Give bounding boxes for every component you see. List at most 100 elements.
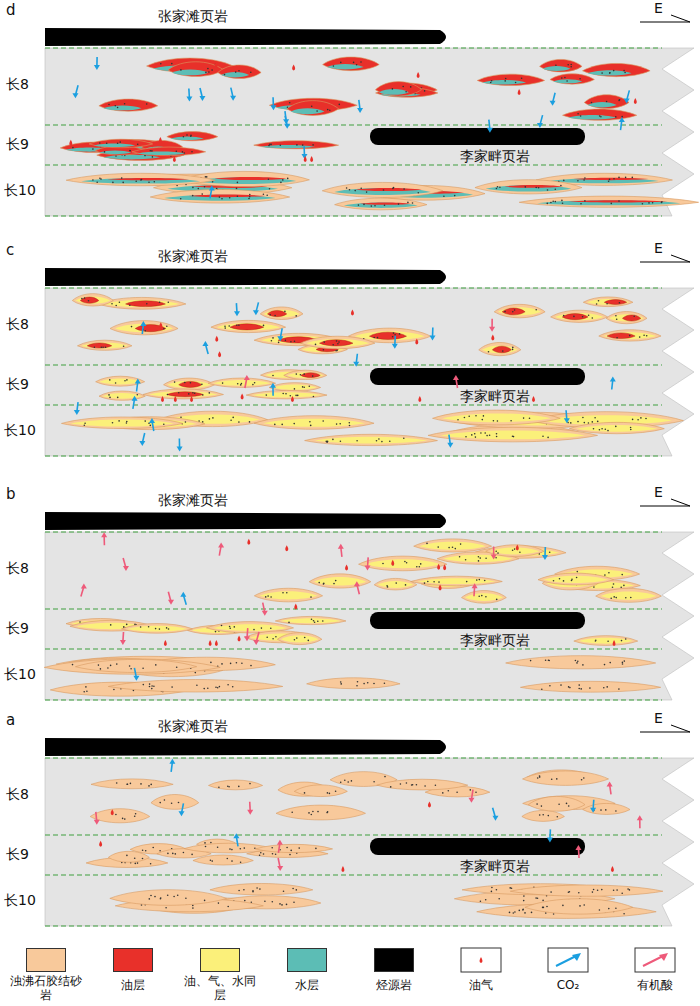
sand-dot <box>337 343 339 345</box>
sand-dot <box>270 627 272 629</box>
sand-dot <box>498 898 500 900</box>
water-layer-lens <box>537 200 681 205</box>
oil-drop <box>215 336 218 342</box>
arrow-head <box>619 117 625 122</box>
sand-dot <box>575 660 577 662</box>
sand-dot <box>416 566 418 568</box>
legend-text: 水层 <box>269 978 345 992</box>
sand-dot <box>293 423 295 425</box>
sand-dot <box>195 672 197 674</box>
sand-dot <box>159 302 161 304</box>
sand-dot <box>613 70 615 72</box>
oil-gas-water-lens <box>603 332 656 339</box>
sand-dot <box>393 332 395 334</box>
sand-dot <box>115 382 117 384</box>
arrow-head <box>537 123 543 128</box>
water-layer-lens <box>327 64 364 69</box>
oil-gas-water-lens <box>482 345 518 353</box>
sand-dot <box>130 668 132 670</box>
zeolite-sandstone-lens <box>246 390 327 398</box>
zeolite-sandstone-lens <box>374 578 417 590</box>
sand-dot <box>149 683 151 685</box>
arrow-head <box>199 96 205 101</box>
lijiapan-shale <box>370 612 585 629</box>
sand-dot <box>643 335 645 337</box>
oil-layer-lens <box>167 392 203 397</box>
sand-dot <box>185 421 187 423</box>
sand-dot <box>448 547 450 549</box>
sand-dot <box>143 684 145 686</box>
water-layer-lens <box>482 80 526 85</box>
sand-dot <box>100 178 102 180</box>
sand-dot <box>568 686 570 688</box>
sand-dot <box>146 103 148 105</box>
arrow-head <box>218 543 224 548</box>
sand-dot <box>127 784 129 786</box>
oil-layer-lens <box>563 109 637 120</box>
sand-dot <box>160 897 162 899</box>
zeolite-sandstone-lens <box>309 574 371 588</box>
oil-layer-lens <box>126 301 166 307</box>
zeolite-sandstone-lens <box>506 656 656 669</box>
sand-dot <box>137 144 139 146</box>
sand-dot <box>524 912 526 914</box>
sand-dot <box>619 302 621 304</box>
zeolite-sandstone-lens <box>307 678 400 689</box>
oil-layer-lens <box>218 65 261 79</box>
sand-dot <box>98 664 100 666</box>
sand-dot <box>180 416 182 418</box>
sand-dot <box>129 305 131 307</box>
sand-dot <box>289 102 291 104</box>
sand-dot <box>238 890 240 892</box>
sand-dot <box>229 627 231 629</box>
arrow-head <box>180 592 186 597</box>
oil-drop <box>516 544 519 550</box>
sand-dot <box>272 337 274 339</box>
oil-gas-water-lens <box>579 638 633 644</box>
sand-dot <box>244 900 246 902</box>
arrow-head <box>94 65 100 70</box>
sand-dot <box>126 784 128 786</box>
sand-dot <box>392 336 394 338</box>
boundary-line <box>45 532 662 533</box>
sand-dot <box>542 814 544 816</box>
legend-box <box>635 948 675 972</box>
oil-gas-water-lens <box>149 391 217 397</box>
boundary-line <box>45 700 662 701</box>
arrow-head <box>547 837 553 842</box>
sand-dot <box>240 848 242 850</box>
oil-layer-lens <box>584 95 629 109</box>
sand-dot <box>266 637 268 639</box>
sand-dot <box>426 543 428 545</box>
sand-dot <box>592 317 594 319</box>
sand-dot <box>208 71 210 73</box>
zeolite-sandstone-lens <box>606 312 647 324</box>
sand-dot <box>512 311 514 313</box>
sand-dot <box>613 596 615 598</box>
sand-dot <box>618 688 620 690</box>
oil-drop <box>247 539 250 545</box>
sand-dot <box>175 853 177 855</box>
sand-dot <box>148 785 150 787</box>
sand-dot <box>625 177 627 179</box>
oil-layer-lens <box>230 324 264 330</box>
oil-layer-lens <box>89 139 152 148</box>
sand-dot <box>141 179 143 181</box>
arrow-head <box>283 119 289 124</box>
oil-drop <box>532 396 535 402</box>
arrow-head <box>338 544 344 549</box>
zeolite-sandstone-lens <box>520 681 660 692</box>
member-name: 长9 <box>6 846 29 862</box>
sand-dot <box>538 187 540 189</box>
arrow-head <box>133 676 139 681</box>
sand-dot <box>373 683 375 685</box>
sand-dot <box>281 424 283 426</box>
sand-dot <box>419 566 421 568</box>
sand-dot <box>108 104 110 106</box>
sand-dot <box>570 64 572 66</box>
sand-dot <box>145 850 147 852</box>
direction-label: E <box>654 484 663 500</box>
sand-dot <box>622 662 624 664</box>
sand-dot <box>316 110 318 112</box>
direction-line <box>671 725 690 732</box>
